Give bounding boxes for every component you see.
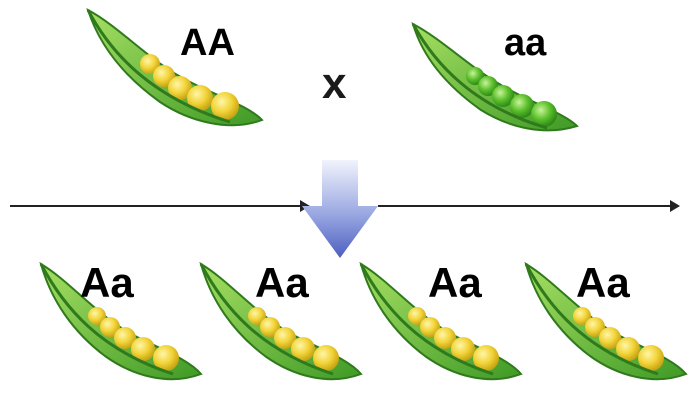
generation-divider-left	[10, 205, 306, 207]
offspring-pod-1	[39, 261, 203, 381]
parent-genotype-label-right: aa	[504, 22, 547, 64]
parent-genotype-label-left: AA	[180, 22, 235, 64]
parent-pod-yellow	[86, 7, 264, 127]
offspring-pod-3	[359, 261, 523, 381]
down-arrow-icon	[302, 160, 378, 258]
offspring-pod-2	[199, 261, 363, 381]
divider-arrowhead-right	[670, 200, 680, 212]
parent-pod-green	[411, 21, 579, 132]
offspring-pod-4	[524, 261, 688, 381]
offspring-genotype-label-2: Aa	[255, 259, 309, 306]
offspring-genotype-label-1: Aa	[80, 259, 134, 306]
generation-divider-right	[378, 205, 673, 207]
cross-symbol: x	[322, 59, 347, 108]
offspring-genotype-label-4: Aa	[576, 259, 630, 306]
offspring-genotype-label-3: Aa	[428, 259, 482, 306]
